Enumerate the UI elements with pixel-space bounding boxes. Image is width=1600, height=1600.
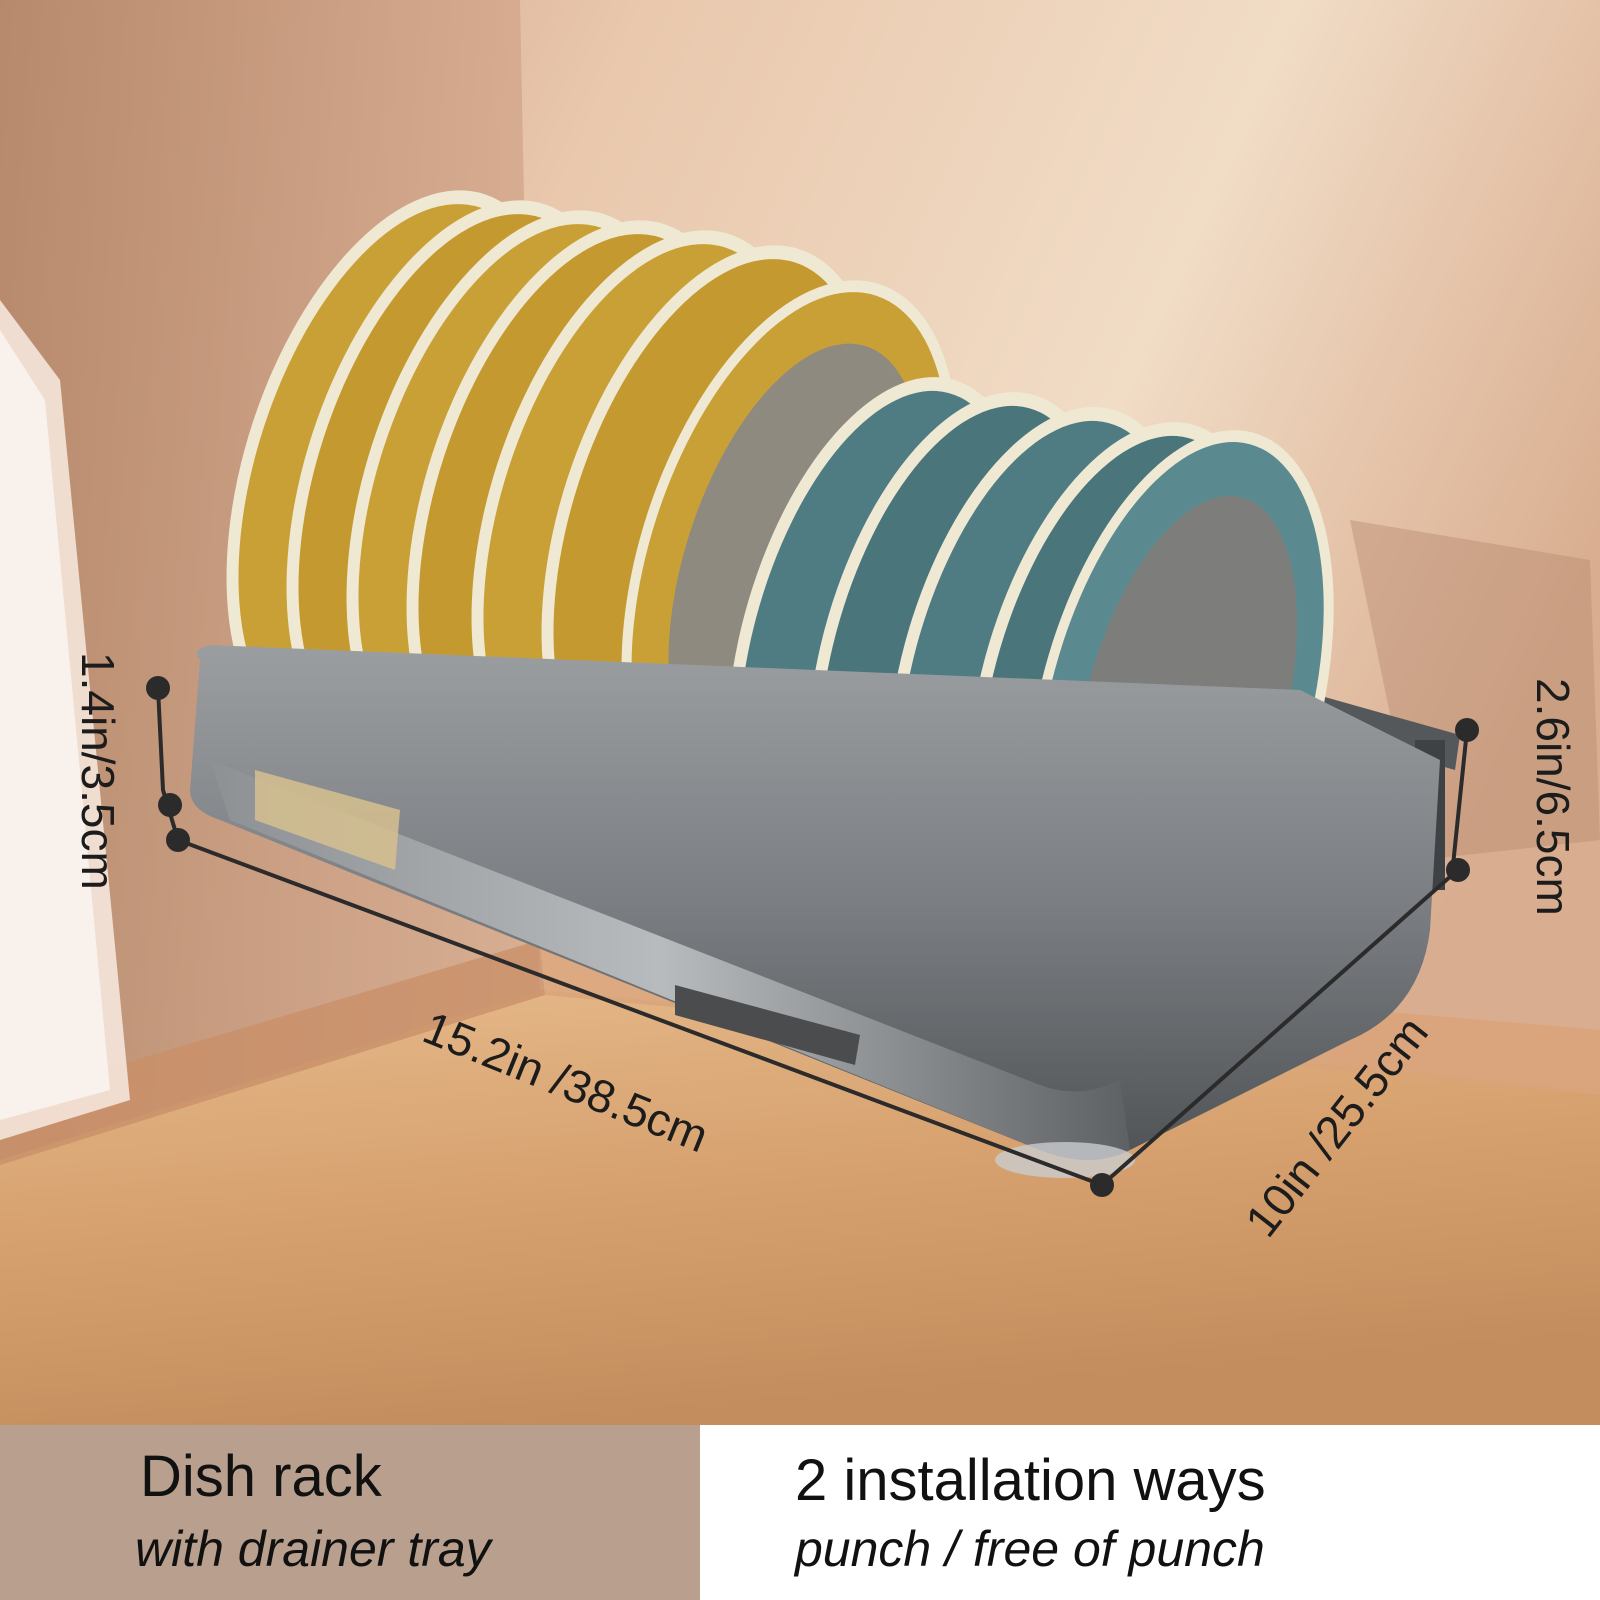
dimension-dots [146,676,1479,1197]
footer-right-subtitle: punch / free of punch [795,1521,1265,1577]
drainer-tray [190,645,1440,1178]
footer-left-subtitle: with drainer tray [135,1521,491,1577]
product-scene: 1.4in/3.5cm 2.6in/6.5cm 15.2in /38.5cm 1… [0,0,1600,1425]
footer-right-title: 2 installation ways [795,1448,1266,1513]
height-right-label: 2.6in/6.5cm [1527,678,1579,916]
footer-left-title: Dish rack [140,1444,382,1509]
dimension-lines [156,687,1469,1188]
footer-left-panel: Dish rack with drainer tray [0,1425,700,1600]
height-left-label: 1.4in/3.5cm [72,652,124,890]
footer-right-panel: 2 installation ways punch / free of punc… [700,1425,1600,1600]
